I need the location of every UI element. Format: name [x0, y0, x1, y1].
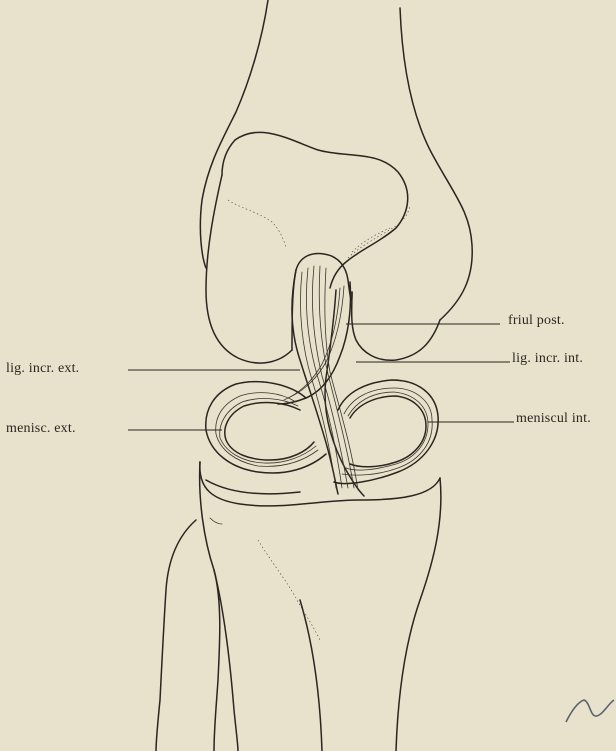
femur-lateral-condyle-lower — [206, 175, 292, 363]
label-friul-post: friul post. — [508, 314, 565, 328]
label-lig-incr-int: lig. incr. int. — [512, 352, 583, 366]
tibia-plateau-rim — [206, 480, 300, 494]
articular-hatch-medial — [348, 206, 410, 258]
fibula-shaft — [214, 570, 220, 751]
label-meniscul-int: meniscul int. — [516, 412, 591, 426]
ligament-band-b — [278, 282, 351, 404]
femur-condyle-top — [222, 140, 235, 175]
label-lig-incr-ext: lig. incr. ext. — [6, 362, 79, 376]
femur-shaft-right — [400, 8, 472, 320]
femur-lateral-condyle — [235, 132, 408, 288]
tibia-detail — [210, 518, 222, 524]
medial-meniscus-outer — [334, 380, 438, 484]
tibia-tuberosity — [258, 540, 320, 640]
medial-meniscus-fibers — [342, 388, 432, 475]
tibia-crest — [300, 600, 322, 751]
lateral-meniscus-fibers — [216, 393, 318, 467]
ligament-fibers — [284, 266, 358, 490]
lateral-meniscus-inner — [225, 403, 314, 460]
medial-meniscus-inner — [350, 396, 426, 467]
tibia-shaft-right — [396, 478, 441, 751]
pencil-mark — [566, 700, 614, 722]
femur-medial-condyle-lower — [352, 292, 440, 360]
articular-hatch-lateral — [228, 200, 286, 248]
articular-hatch-medial-2 — [352, 228, 390, 252]
fibula-head — [156, 520, 196, 751]
tibia-plateau — [200, 462, 440, 506]
intercondylar-notch — [292, 254, 352, 350]
label-menisc-ext: menisc. ext. — [6, 422, 76, 436]
ligament-band-c — [325, 290, 364, 496]
femur-shaft — [200, 0, 268, 268]
